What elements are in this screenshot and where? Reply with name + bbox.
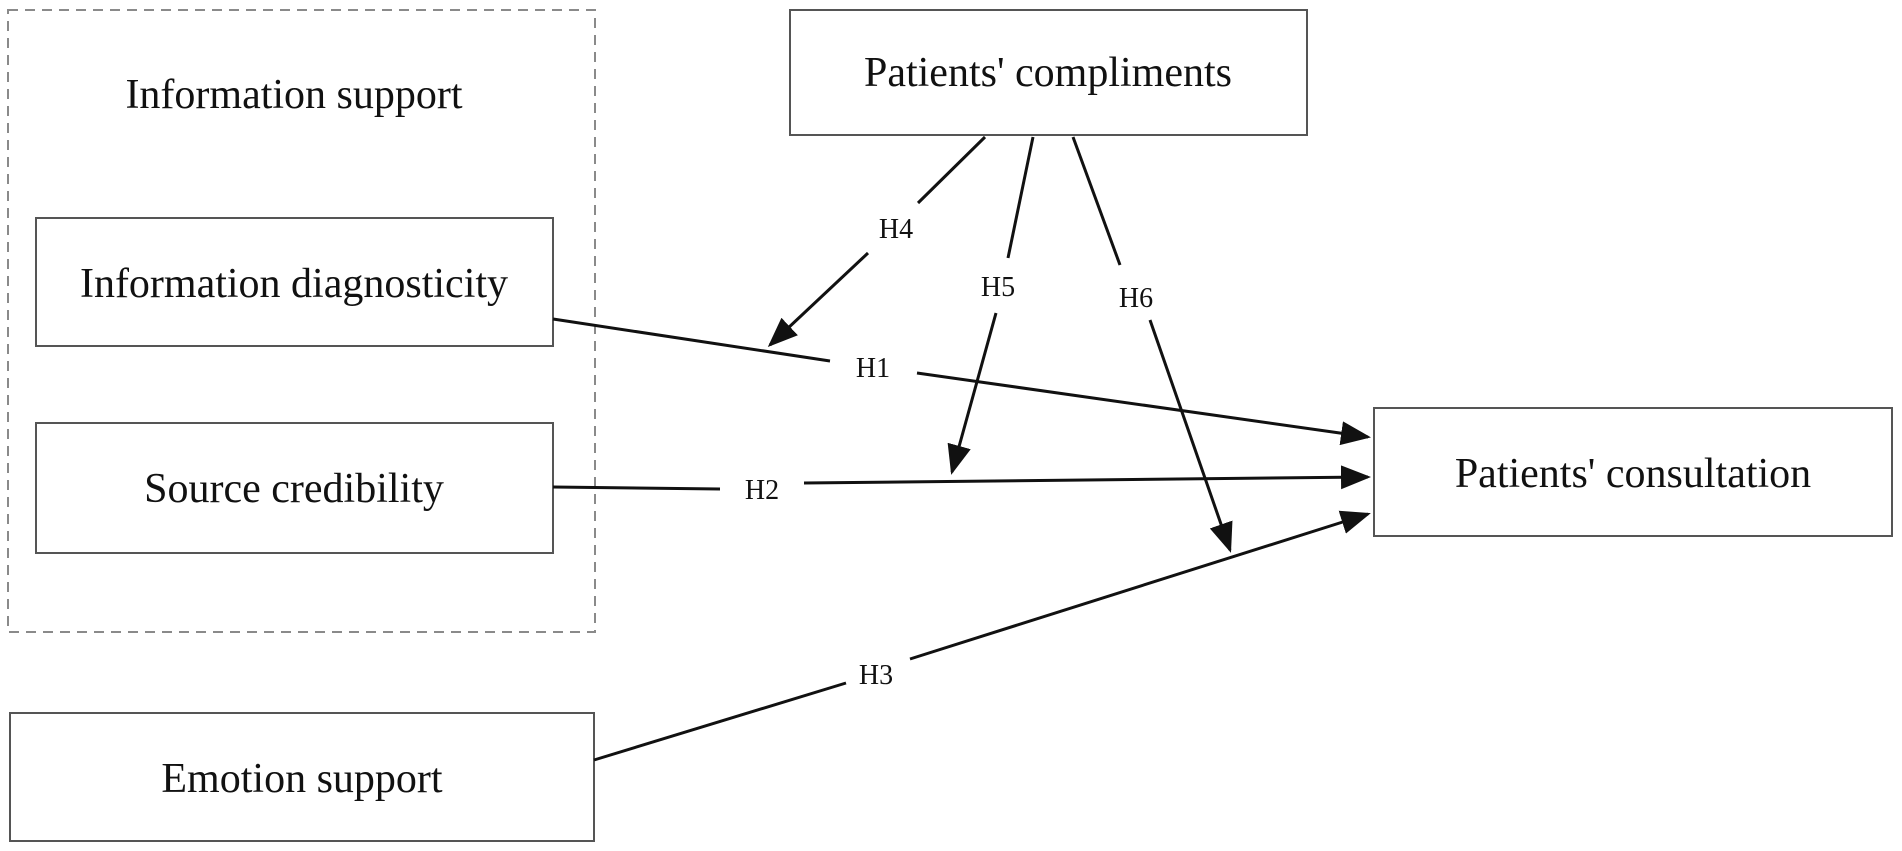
node-source-credibility: Source credibility: [35, 422, 554, 554]
node-information-diagnosticity: Information diagnosticity: [35, 217, 554, 347]
node-patients-compliments: Patients' compliments: [789, 9, 1308, 136]
information-support-group: Information support: [7, 9, 596, 633]
edge-h4-label: H4: [879, 214, 913, 245]
node-information-diagnosticity-label: Information diagnosticity: [80, 261, 508, 307]
edge-h1-line-a: [552, 317, 831, 363]
node-emotion-support: Emotion support: [9, 712, 595, 842]
edge-h4-line-b: [767, 251, 870, 348]
edge-h3-label: H3: [859, 660, 893, 691]
edge-h4-line-a: [916, 135, 987, 205]
edge-h1: H1: [552, 317, 1371, 446]
node-emotion-support-box: [9, 712, 595, 842]
edge-h1-label: H1: [856, 353, 890, 384]
information-support-group-label: Information support: [125, 72, 462, 118]
edge-h6: H6: [1071, 136, 1233, 553]
edge-h4: H4: [767, 135, 987, 348]
edge-h6-line-a: [1071, 136, 1122, 266]
node-information-diagnosticity-box: [35, 217, 554, 347]
edge-h3-line-a: [593, 681, 847, 762]
node-source-credibility-box: [35, 422, 554, 554]
node-patients-compliments-box: [789, 9, 1308, 136]
edge-h5: H5: [947, 136, 1035, 475]
edge-h2: H2: [552, 465, 1371, 506]
edge-h3: H3: [593, 510, 1371, 762]
edge-h5-line-a: [1006, 136, 1035, 259]
edge-h5-line-b: [947, 312, 998, 475]
edge-h2-label: H2: [745, 475, 779, 506]
node-source-credibility-label: Source credibility: [144, 466, 444, 512]
edge-h3-line-b: [909, 510, 1371, 661]
edge-h1-line-b: [916, 371, 1371, 446]
edge-h6-label: H6: [1119, 283, 1153, 314]
node-patients-consultation-label: Patients' consultation: [1455, 451, 1811, 497]
edge-h2-line-b: [803, 465, 1371, 490]
node-emotion-support-label: Emotion support: [161, 756, 442, 802]
edge-h6-line-b: [1148, 319, 1233, 553]
information-support-group-border: [7, 9, 596, 633]
node-patients-compliments-label: Patients' compliments: [864, 50, 1232, 96]
node-patients-consultation-box: [1373, 407, 1893, 537]
edge-h2-line-a: [552, 485, 721, 491]
edge-h5-label: H5: [981, 272, 1015, 303]
node-patients-consultation: Patients' consultation: [1373, 407, 1893, 537]
